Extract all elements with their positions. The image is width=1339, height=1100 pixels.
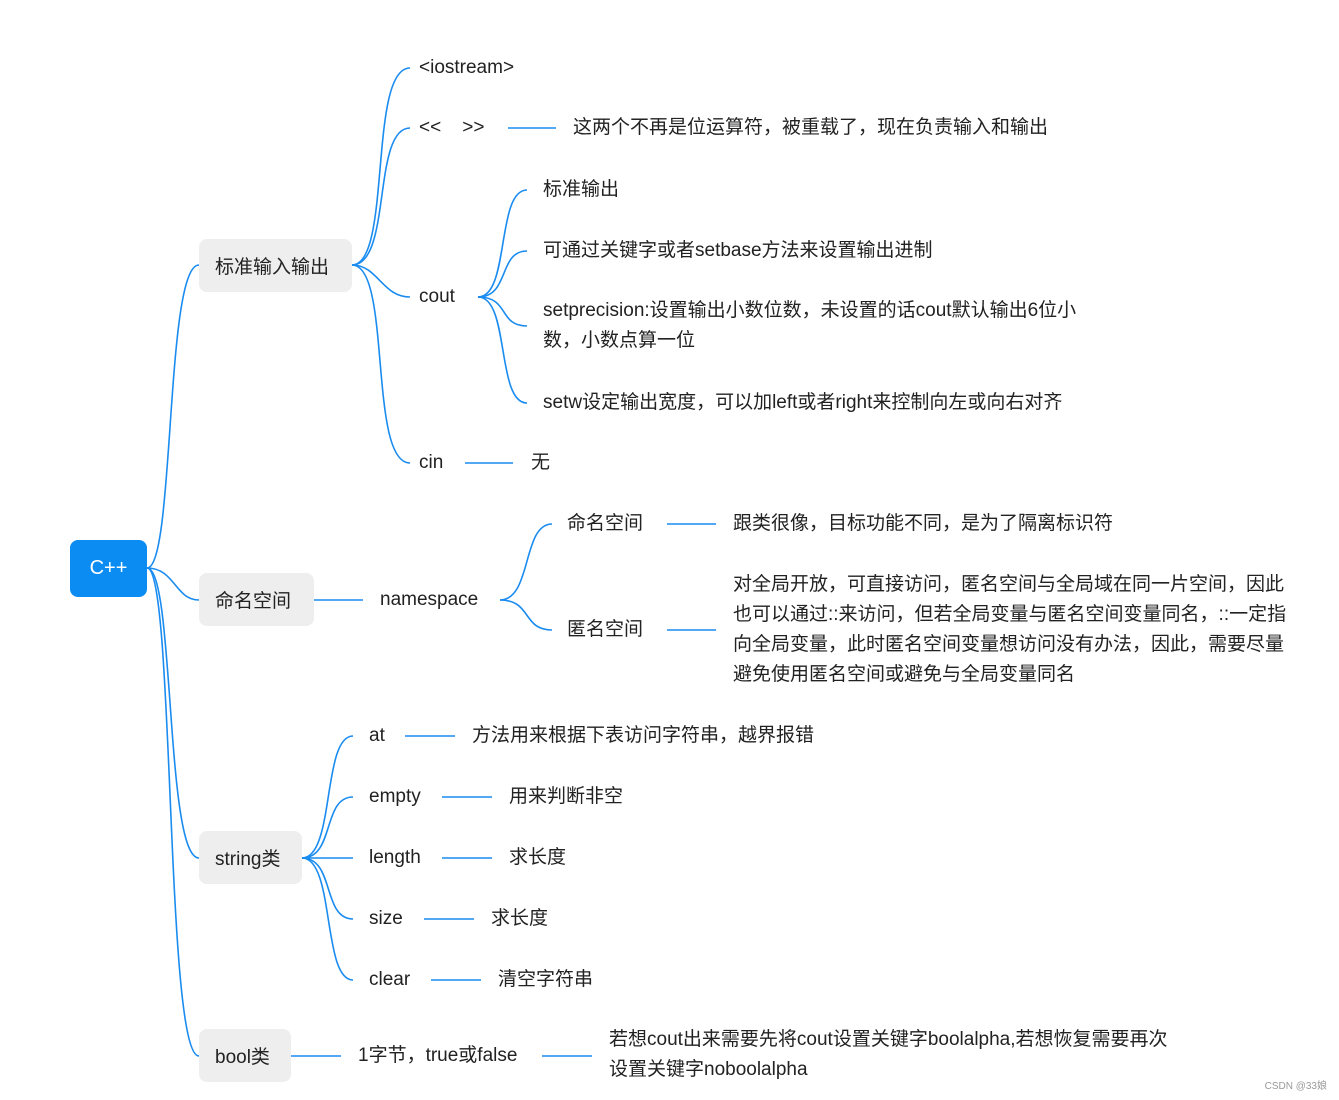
node-anon-space[interactable]: 匿名空间 bbox=[567, 619, 644, 640]
node-method-note[interactable]: 求长度 bbox=[491, 908, 549, 929]
node-named-note[interactable]: 跟类很像，目标功能不同，是为了隔离标识符 bbox=[733, 513, 1114, 534]
connector-cout-3 bbox=[477, 296, 528, 327]
connector-root-string bbox=[146, 567, 200, 859]
connector-ns-anon bbox=[499, 599, 553, 631]
connector-cout-1 bbox=[477, 189, 528, 298]
node-cout[interactable]: cout bbox=[419, 286, 455, 307]
root-node[interactable]: C++ bbox=[70, 540, 147, 597]
connector-root-ns bbox=[146, 567, 200, 601]
node-bool-size[interactable]: 1字节，true或false bbox=[358, 1045, 518, 1066]
connector-ns-named bbox=[499, 523, 553, 601]
node-method[interactable]: empty bbox=[369, 786, 421, 807]
connector-string-at bbox=[301, 735, 354, 859]
node-namespace-keyword[interactable]: namespace bbox=[380, 589, 479, 610]
node-bool[interactable]: bool类 bbox=[199, 1029, 291, 1082]
node-string[interactable]: string类 bbox=[199, 831, 302, 884]
node-shift-ops[interactable]: << >> bbox=[419, 117, 485, 138]
node-cout-item[interactable]: 可通过关键字或者setbase方法来设置输出进制 bbox=[543, 240, 933, 261]
connector-string-clear bbox=[301, 857, 354, 981]
node-method-note[interactable]: 清空字符串 bbox=[498, 969, 594, 990]
connector-cout-2 bbox=[477, 250, 528, 298]
node-method[interactable]: length bbox=[369, 847, 421, 868]
node-anon-note[interactable]: 对全局开放，可直接访问，匿名空间与全局域在同一片空间，因此也可以通过::来访问，… bbox=[733, 574, 1287, 685]
connector-root-bool bbox=[146, 567, 200, 1057]
watermark: CSDN @33娘 bbox=[1264, 1081, 1327, 1092]
node-cout-item[interactable]: setw设定输出宽度，可以加left或者right来控制向左或向右对齐 bbox=[543, 392, 1063, 413]
node-method[interactable]: at bbox=[369, 725, 385, 746]
node-method-note[interactable]: 用来判断非空 bbox=[509, 786, 624, 807]
node-method[interactable]: clear bbox=[369, 969, 411, 990]
node-method-note[interactable]: 求长度 bbox=[509, 847, 567, 868]
node-cin[interactable]: cin bbox=[419, 452, 444, 473]
node-io[interactable]: 标准输入输出 bbox=[199, 239, 352, 292]
connector-io-cin bbox=[351, 264, 411, 464]
node-bool-note[interactable]: 若想cout出来需要先将cout设置关键字boolalpha,若想恢复需要再次设… bbox=[609, 1029, 1168, 1080]
connector-cout-4 bbox=[477, 296, 528, 404]
connector-string-size bbox=[301, 857, 354, 920]
node-cout-item[interactable]: 标准输出 bbox=[543, 179, 620, 200]
node-cout-item[interactable]: setprecision:设置输出小数位数，未设置的话cout默认输出6位小数，… bbox=[543, 300, 1077, 351]
connector-io-cout bbox=[351, 264, 411, 298]
connector-io-iostream bbox=[351, 67, 411, 266]
node-iostream[interactable]: <iostream> bbox=[419, 57, 515, 78]
connector-string-empty bbox=[301, 796, 354, 859]
node-method[interactable]: size bbox=[369, 908, 403, 929]
node-cin-note[interactable]: 无 bbox=[531, 452, 551, 473]
connector-io-shift bbox=[351, 127, 411, 266]
node-method-note[interactable]: 方法用来根据下表访问字符串，越界报错 bbox=[472, 725, 815, 746]
node-named-space[interactable]: 命名空间 bbox=[567, 513, 644, 534]
node-shift-note[interactable]: 这两个不再是位运算符，被重载了，现在负责输入和输出 bbox=[573, 117, 1049, 138]
connector-root-io bbox=[146, 264, 200, 569]
node-namespace[interactable]: 命名空间 bbox=[199, 573, 314, 626]
